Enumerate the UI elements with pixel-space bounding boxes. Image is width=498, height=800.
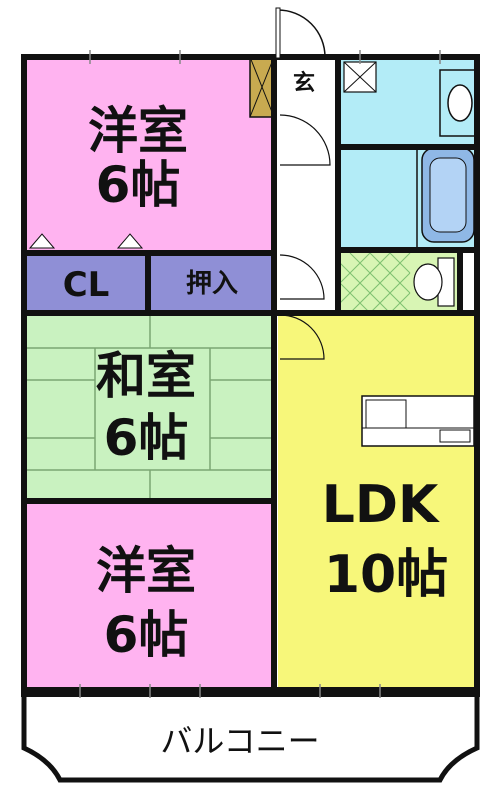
entrance-door[interactable] (277, 9, 326, 58)
room-western-top[interactable] (24, 57, 274, 253)
label-western-top-size: 6帖 (96, 156, 181, 214)
label-balcony: バルコニー (160, 722, 319, 760)
label-closet: CL (63, 265, 110, 305)
label-washitsu-name: 和室 (96, 347, 196, 405)
balcony[interactable] (24, 694, 477, 780)
walls (21, 54, 480, 697)
balcony-outline (21, 694, 480, 783)
tatami-lines (24, 313, 274, 501)
label-ldk-name: LDK (322, 475, 440, 535)
label-western-top-name: 洋室 (88, 102, 188, 160)
room-western-bottom[interactable] (24, 501, 274, 690)
room-ldk[interactable] (278, 313, 477, 690)
closet-marker-right (116, 233, 144, 249)
corridor (278, 57, 336, 313)
label-oshiire: 押入 (186, 269, 238, 299)
label-western-bottom-size: 6帖 (104, 606, 189, 664)
room-washitsu[interactable] (24, 313, 274, 501)
label-western-bottom-name: 洋室 (96, 542, 196, 600)
door-corridor-top[interactable] (279, 114, 331, 166)
label-washitsu-size: 6帖 (104, 409, 189, 467)
room-oshiire[interactable] (150, 253, 274, 313)
toilet-crosshatch (339, 252, 411, 314)
label-entrance: 玄 (293, 70, 315, 96)
door-corridor-mid[interactable] (279, 254, 325, 300)
closet-marker-left (28, 233, 56, 249)
room-closet[interactable] (24, 253, 146, 313)
door-ldk[interactable] (279, 314, 325, 360)
window-ticks (79, 50, 441, 698)
label-ldk-size: 10帖 (324, 545, 448, 605)
